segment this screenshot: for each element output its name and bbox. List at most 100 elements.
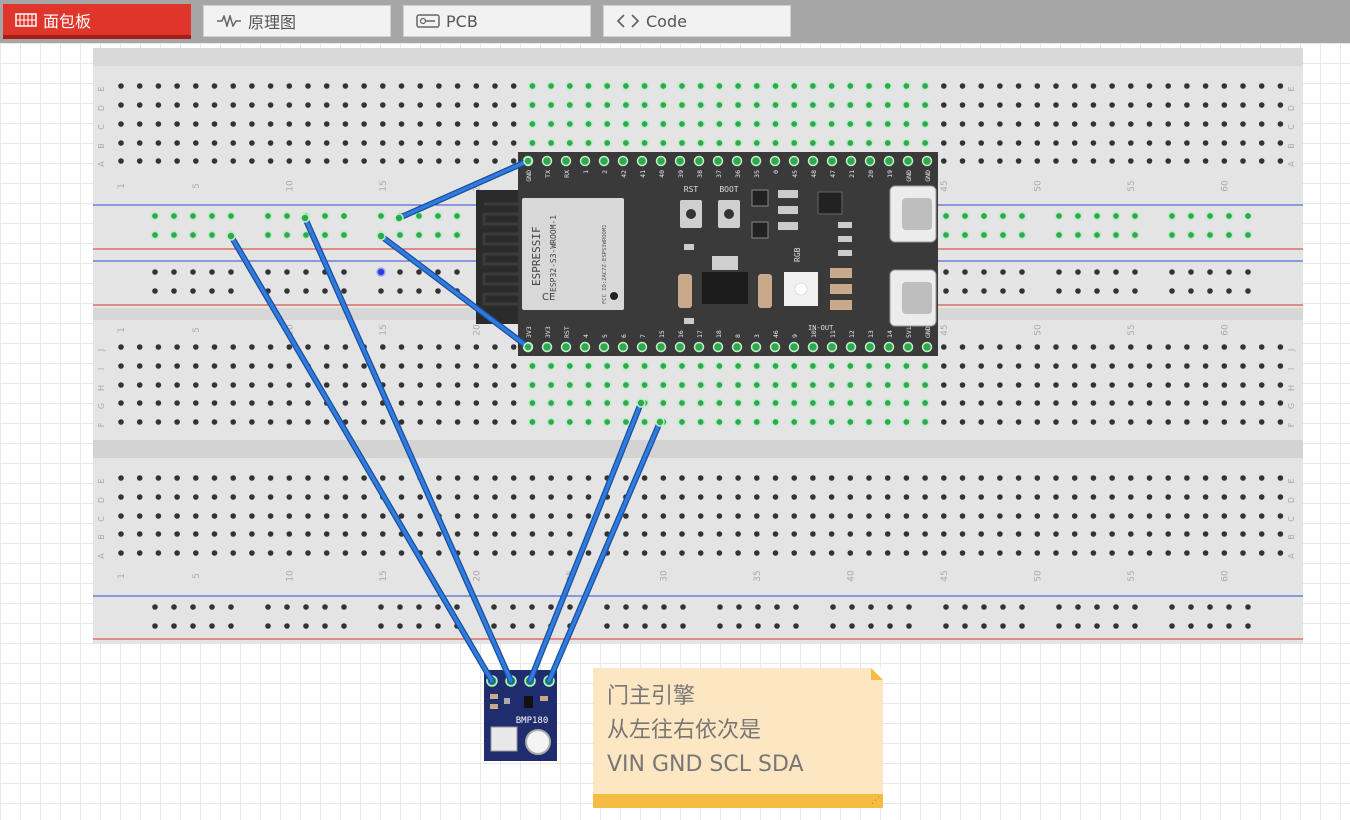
breadboard-hole[interactable] [733, 417, 743, 427]
breadboard-hole[interactable] [230, 475, 236, 481]
breadboard-hole[interactable] [920, 398, 930, 408]
breadboard-hole[interactable] [941, 121, 947, 127]
breadboard-hole[interactable] [902, 81, 911, 91]
breadboard-hole[interactable] [791, 531, 797, 537]
breadboard-hole[interactable] [791, 550, 797, 556]
breadboard-hole[interactable] [286, 158, 293, 164]
breadboard-hole[interactable] [1277, 140, 1284, 146]
breadboard-hole[interactable] [193, 140, 199, 146]
breadboard-hole[interactable] [922, 494, 928, 500]
breadboard-hole[interactable] [677, 119, 687, 129]
header-pin[interactable] [788, 341, 800, 353]
breadboard-hole[interactable] [417, 531, 424, 537]
breadboard-hole[interactable] [1090, 513, 1097, 519]
breadboard-hole[interactable] [546, 380, 556, 390]
breadboard-hole[interactable] [827, 119, 836, 129]
rail-hole[interactable] [188, 230, 198, 240]
rail-hole[interactable] [529, 623, 535, 629]
breadboard-hole[interactable] [941, 382, 947, 388]
breadboard-hole[interactable] [510, 531, 517, 537]
breadboard-hole[interactable] [1053, 140, 1059, 146]
breadboard-hole[interactable] [884, 475, 891, 481]
breadboard-hole[interactable] [1258, 140, 1265, 146]
breadboard-hole[interactable] [529, 550, 536, 556]
breadboard-hole[interactable] [305, 102, 311, 108]
breadboard-hole[interactable] [1165, 513, 1171, 519]
breadboard-hole[interactable] [454, 344, 461, 350]
breadboard-hole[interactable] [510, 400, 517, 406]
breadboard-hole[interactable] [1034, 158, 1041, 164]
breadboard-hole[interactable] [585, 494, 592, 500]
rail-hole[interactable] [341, 288, 347, 294]
breadboard-hole[interactable] [808, 380, 818, 390]
breadboard-hole[interactable] [1202, 158, 1209, 164]
breadboard-hole[interactable] [1240, 363, 1246, 369]
breadboard-hole[interactable] [997, 382, 1003, 388]
breadboard-hole[interactable] [454, 475, 461, 481]
breadboard-hole[interactable] [473, 158, 480, 164]
rail-hole[interactable] [1075, 288, 1081, 294]
rail-hole[interactable] [1019, 623, 1025, 629]
breadboard-hole[interactable] [492, 513, 498, 519]
breadboard-hole[interactable] [883, 119, 893, 129]
breadboard-hole[interactable] [1090, 344, 1097, 350]
breadboard-hole[interactable] [864, 81, 874, 91]
breadboard-hole[interactable] [1015, 121, 1022, 127]
breadboard-hole[interactable] [584, 361, 593, 371]
wire-3v3[interactable] [378, 233, 531, 350]
breadboard-hole[interactable] [978, 475, 984, 481]
breadboard-hole[interactable] [771, 119, 780, 129]
breadboard-hole[interactable] [1165, 121, 1171, 127]
breadboard-hole[interactable] [118, 102, 124, 108]
breadboard-hole[interactable] [118, 550, 124, 556]
rail-hole[interactable] [1169, 604, 1175, 610]
breadboard-hole[interactable] [193, 382, 199, 388]
breadboard-hole[interactable] [286, 531, 293, 537]
rail-hole[interactable] [1245, 623, 1251, 629]
breadboard-hole[interactable] [454, 382, 461, 388]
breadboard-hole[interactable] [771, 361, 780, 371]
breadboard-hole[interactable] [716, 550, 723, 556]
breadboard-hole[interactable] [230, 83, 236, 89]
breadboard-hole[interactable] [810, 531, 816, 537]
breadboard-hole[interactable] [565, 380, 575, 390]
rail-hole[interactable] [604, 623, 610, 629]
breadboard-hole[interactable] [211, 83, 218, 89]
breadboard-hole[interactable] [567, 475, 573, 481]
breadboard-hole[interactable] [211, 102, 218, 108]
breadboard-hole[interactable] [1015, 363, 1022, 369]
breadboard-hole[interactable] [602, 81, 612, 91]
breadboard-hole[interactable] [845, 119, 855, 129]
breadboard-hole[interactable] [193, 494, 199, 500]
breadboard-hole[interactable] [978, 121, 984, 127]
breadboard-hole[interactable] [1202, 531, 1209, 537]
breadboard-hole[interactable] [1184, 83, 1190, 89]
breadboard-hole[interactable] [920, 100, 930, 110]
rail-hole[interactable] [1019, 288, 1025, 294]
breadboard-hole[interactable] [398, 400, 405, 406]
rail-hole[interactable] [433, 211, 443, 221]
breadboard-hole[interactable] [696, 81, 706, 91]
breadboard-hole[interactable] [267, 513, 274, 519]
breadboard-hole[interactable] [997, 550, 1003, 556]
breadboard-hole[interactable] [528, 138, 537, 148]
breadboard-hole[interactable] [1090, 531, 1097, 537]
breadboard-hole[interactable] [1146, 344, 1153, 350]
rail-hole[interactable] [510, 623, 516, 629]
breadboard-hole[interactable] [323, 102, 330, 108]
rail-hole[interactable] [642, 604, 648, 610]
breadboard-hole[interactable] [249, 102, 255, 108]
breadboard-hole[interactable] [1015, 419, 1022, 425]
breadboard-hole[interactable] [1221, 400, 1228, 406]
breadboard-hole[interactable] [174, 158, 180, 164]
breadboard-hole[interactable] [193, 400, 199, 406]
breadboard-hole[interactable] [920, 119, 930, 129]
rail-hole[interactable] [207, 211, 217, 221]
breadboard-hole[interactable] [1128, 83, 1134, 89]
breadboard-hole[interactable] [866, 494, 872, 500]
breadboard-hole[interactable] [1146, 419, 1153, 425]
rail-hole[interactable] [623, 604, 629, 610]
rail-hole[interactable] [190, 623, 196, 629]
breadboard-hole[interactable] [621, 398, 631, 408]
breadboard-hole[interactable] [174, 363, 180, 369]
